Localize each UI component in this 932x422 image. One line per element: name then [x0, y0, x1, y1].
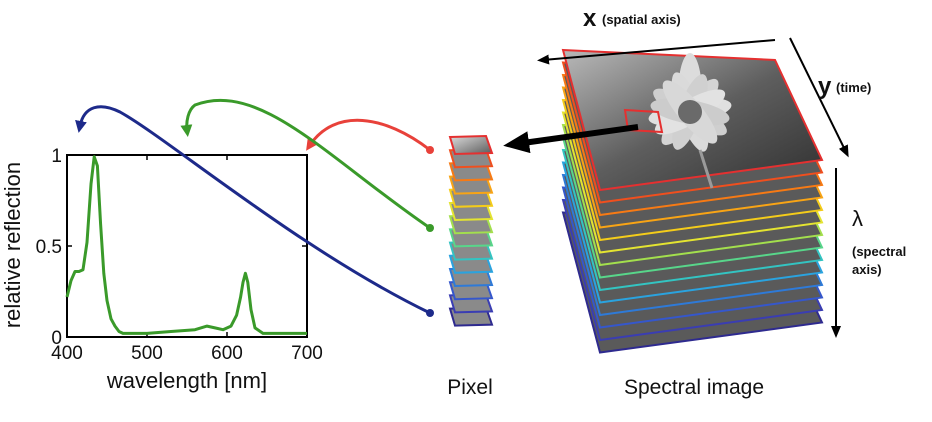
- y-tick-labels: 00.51: [36, 146, 62, 349]
- pixel-spectrum-stack: [448, 134, 494, 327]
- flower-photo: [648, 53, 732, 189]
- selected-pixel-box: [623, 108, 664, 134]
- y-axis-label: relative reflection: [0, 162, 25, 328]
- x-tick-label: 600: [211, 343, 243, 364]
- x-axis-arrow: [537, 39, 776, 65]
- spectral-image-top-layer: [561, 48, 824, 192]
- y-tick-label: 1: [51, 146, 62, 167]
- x-tick-labels: 400 500 600 700: [51, 343, 323, 364]
- spectral-image-caption: Spectral image: [624, 376, 764, 399]
- series-group: [65, 155, 307, 335]
- y-axis-arrow: [789, 37, 849, 158]
- x-axis-name: x: [583, 5, 597, 32]
- green-band-arrow: [180, 98, 431, 230]
- spectral-axis-note-2: axis): [852, 262, 882, 277]
- x-tick-label: 400: [51, 343, 83, 364]
- y-axis-name: y: [818, 73, 832, 100]
- blue-band-arrow: [75, 105, 431, 315]
- y-tick-label: 0: [51, 328, 62, 349]
- red-band-arrow: [306, 118, 431, 152]
- spectral-axis-note-1: (spectral: [852, 244, 906, 259]
- pixel-caption: Pixel: [447, 376, 493, 399]
- y-axis-note: (time): [836, 80, 871, 95]
- green-band-dot: [426, 224, 434, 232]
- blue-band-dot: [426, 309, 434, 317]
- x-tick-label: 700: [291, 343, 323, 364]
- x-axis-note: (spatial axis): [602, 12, 681, 27]
- red-band-dot: [426, 146, 434, 154]
- x-axis-label: wavelength [nm]: [106, 368, 267, 393]
- reflection-series-line: [65, 155, 307, 335]
- pixel-extract-arrow: [503, 124, 639, 154]
- pixel-layer: [448, 134, 494, 156]
- spectral-axis-name: λ: [852, 206, 863, 231]
- x-tick-label: 500: [131, 343, 163, 364]
- y-tick-label: 0.5: [36, 237, 62, 258]
